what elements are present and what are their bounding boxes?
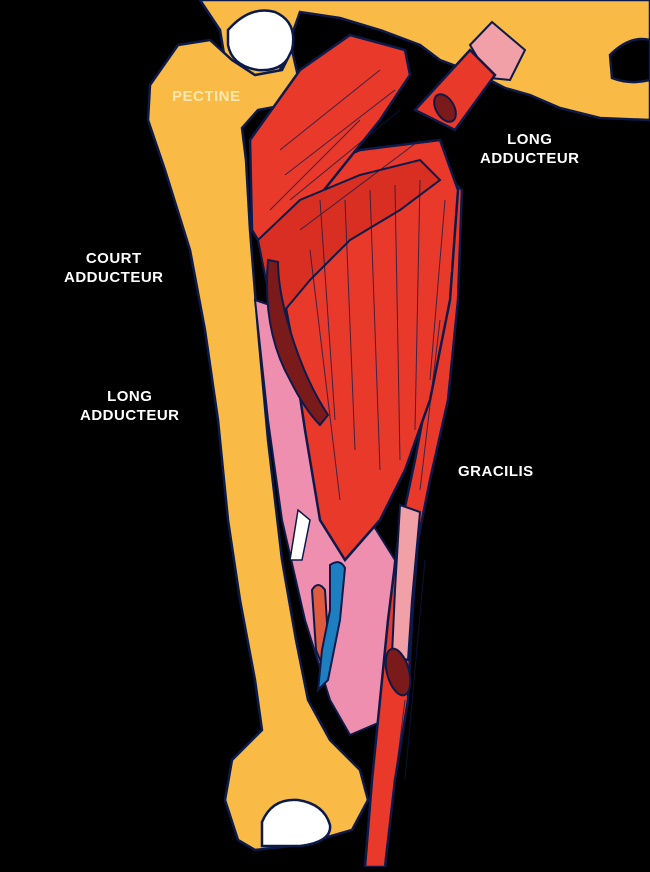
perforating-artery [265,258,330,427]
label-long-adducteur-left: LONG ADDUCTEUR [80,387,180,425]
label-line-1: LONG [107,388,153,405]
muscle-fibers [269,69,446,861]
femoral-head-cartilage [226,9,295,72]
label-line-1: LONG [507,131,553,148]
label-long-adducteur-right: LONG ADDUCTEUR [480,130,580,168]
label-court-adducteur: COURT ADDUCTEUR [64,249,164,287]
label-line-2: ADDUCTEUR [80,407,180,424]
label-line-1: COURT [85,250,142,267]
label-gracilis: GRACILIS [458,462,534,481]
label-gracilis-text: GRACILIS [458,463,534,480]
label-line-2: ADDUCTEUR [480,150,580,167]
label-pectine: PECTINE [172,87,241,106]
vessel-channel [289,508,311,561]
label-line-2: ADDUCTEUR [64,269,164,286]
femoral-condyle-cartilage [260,798,332,848]
femoral-vein [316,561,347,693]
cut-vessel-upper [433,93,457,123]
label-pectine-text: PECTINE [172,88,241,105]
cut-vessel-lower [384,647,412,697]
gracilis-tendon [390,503,422,662]
